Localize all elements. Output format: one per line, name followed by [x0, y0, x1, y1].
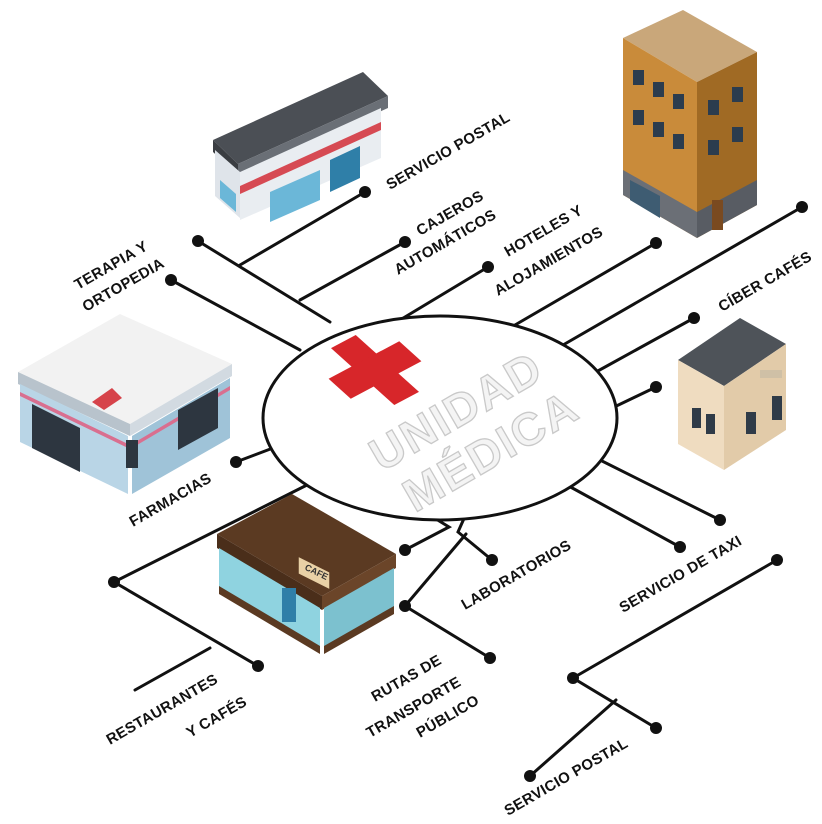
- dot-taxi-2: [674, 541, 686, 553]
- line-terapia-2: [169, 278, 302, 352]
- dot-postal-bottom-b: [567, 672, 579, 684]
- line-taxi: [590, 454, 722, 522]
- dot-restaurantes-a: [108, 576, 120, 588]
- connector-lines: [108, 186, 808, 782]
- dot-rutas-a: [399, 600, 411, 612]
- dot-terapia: [192, 235, 204, 247]
- dot-hotel-building: [650, 237, 662, 249]
- line-lab-2: [403, 517, 453, 552]
- dot-rutas-b: [484, 652, 496, 664]
- medical-unit-hub: UNIDAD MÉDICA: [261, 314, 619, 522]
- dot-hoteles: [482, 261, 494, 273]
- label-restaurantes-line1: RESTAURANTES: [104, 671, 221, 749]
- label-ciber-cafes: CÍBER CAFÉS: [716, 248, 815, 315]
- cafe-building-icon: CAFE: [217, 494, 396, 654]
- dot-laboratorios: [486, 554, 498, 566]
- dot-terapia-2: [165, 274, 177, 286]
- line-cajeros: [298, 240, 407, 302]
- line-hotel-building: [513, 241, 658, 327]
- red-cross-icon: [328, 334, 422, 406]
- label-servicio-postal-top: SERVICIO POSTAL: [384, 109, 514, 194]
- dot-postal-bottom-c: [650, 722, 662, 734]
- dot-taxi: [714, 514, 726, 526]
- dot-ciber-3: [650, 381, 662, 393]
- dot-postal-bottom-d: [524, 770, 536, 782]
- dot-servicio-postal-top: [359, 186, 371, 198]
- hotel-building-icon: [623, 10, 757, 238]
- line-taxi-2: [563, 482, 682, 549]
- dot-postal-bottom-a: [771, 554, 783, 566]
- line-restaurantes-2: [133, 646, 212, 692]
- line-postal-bottom-2: [528, 698, 618, 778]
- line-terapia: [196, 239, 332, 324]
- dot-farmacias: [230, 456, 242, 468]
- line-farmacias: [234, 446, 275, 464]
- label-servicio-postal-bottom: SERVICIO POSTAL: [502, 735, 632, 820]
- dot-lab-2: [399, 544, 411, 556]
- line-ciber: [561, 205, 804, 347]
- cyber-cafe-building-icon: [678, 318, 786, 470]
- dot-restaurantes-b: [252, 660, 264, 672]
- line-ciber-2: [594, 316, 696, 374]
- dot-cajeros: [399, 236, 411, 248]
- dot-ciber: [796, 201, 808, 213]
- post-office-building-icon: [213, 72, 388, 222]
- dot-ciber-2: [688, 312, 700, 324]
- line-hoteles: [398, 265, 490, 322]
- pharmacy-building-icon: [18, 314, 232, 494]
- line-servicio-postal-top: [238, 190, 367, 267]
